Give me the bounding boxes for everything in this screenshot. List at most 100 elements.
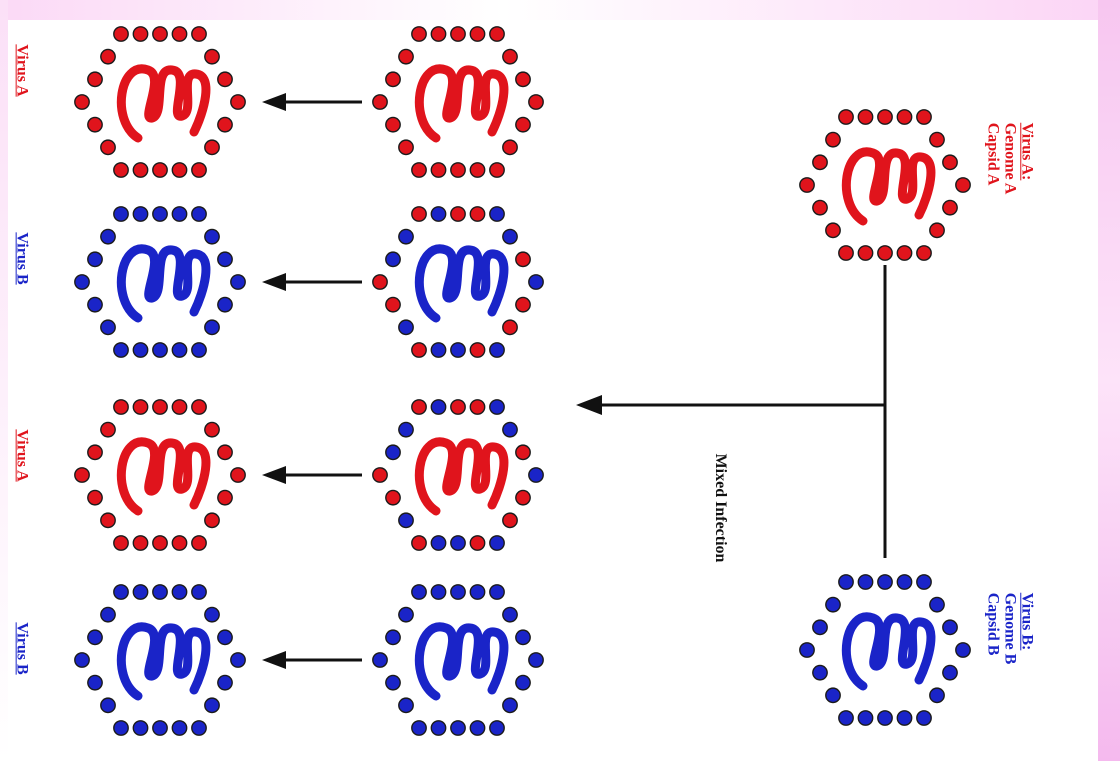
capsid-protein bbox=[450, 399, 466, 415]
capsid-protein bbox=[838, 245, 854, 261]
genome-coil bbox=[116, 437, 211, 516]
capsid-protein bbox=[430, 206, 447, 222]
capsid-protein bbox=[430, 342, 447, 358]
capsid-protein bbox=[132, 162, 149, 178]
capsid-protein bbox=[204, 512, 220, 529]
parent-virus-b-genome: Genome B bbox=[1001, 592, 1019, 664]
capsid-protein bbox=[191, 720, 207, 736]
capsid-protein bbox=[113, 399, 129, 415]
capsid-protein bbox=[469, 342, 486, 358]
capsid-protein bbox=[204, 139, 220, 156]
capsid-protein bbox=[955, 177, 971, 193]
capsid-protein bbox=[896, 710, 913, 726]
capsid-protein bbox=[877, 574, 893, 590]
capsid-protein bbox=[398, 421, 414, 438]
progeny-arrowhead bbox=[262, 466, 286, 484]
capsid-protein bbox=[942, 199, 958, 216]
capsid-protein bbox=[87, 116, 103, 133]
capsid-protein bbox=[132, 26, 149, 42]
result-virus-3 bbox=[74, 399, 246, 551]
capsid-protein bbox=[411, 535, 427, 551]
capsid-protein bbox=[385, 444, 401, 461]
capsid-protein bbox=[87, 444, 103, 461]
genome-coil bbox=[841, 612, 936, 691]
capsid-protein bbox=[430, 162, 447, 178]
connector-lines bbox=[262, 93, 887, 669]
result-label-1: Virus A bbox=[13, 43, 31, 97]
capsid-protein bbox=[171, 342, 188, 358]
capsid-protein bbox=[372, 274, 388, 290]
capsid-protein bbox=[515, 629, 531, 646]
capsid-protein bbox=[825, 596, 841, 613]
genome-coil bbox=[841, 147, 936, 226]
capsid-protein bbox=[204, 606, 220, 623]
capsid-protein bbox=[74, 94, 90, 110]
capsid-protein bbox=[877, 245, 893, 261]
capsid-protein bbox=[515, 71, 531, 88]
genome-coil bbox=[116, 64, 211, 143]
capsid-protein bbox=[191, 584, 207, 600]
capsid-protein bbox=[385, 296, 401, 313]
capsid-protein bbox=[171, 720, 188, 736]
capsid-protein bbox=[171, 206, 188, 222]
capsid-protein bbox=[132, 342, 149, 358]
capsid-protein bbox=[398, 512, 414, 529]
capsid-protein bbox=[825, 131, 841, 148]
result-virus-1 bbox=[74, 26, 246, 178]
capsid-protein bbox=[469, 720, 486, 736]
capsid-protein bbox=[204, 228, 220, 245]
capsid-protein bbox=[469, 26, 486, 42]
left-decor-band bbox=[0, 0, 8, 761]
capsid-protein bbox=[812, 199, 828, 216]
capsid-protein bbox=[152, 162, 168, 178]
capsid-protein bbox=[411, 26, 427, 42]
capsid-protein bbox=[191, 206, 207, 222]
capsid-protein bbox=[450, 584, 466, 600]
capsid-protein bbox=[929, 687, 945, 704]
capsid-protein bbox=[502, 512, 518, 529]
intermediate-virus-4 bbox=[372, 584, 544, 736]
capsid-protein bbox=[411, 399, 427, 415]
genome-coil bbox=[116, 244, 211, 323]
capsid-protein bbox=[942, 154, 958, 171]
capsid-protein bbox=[838, 710, 854, 726]
capsid-protein bbox=[398, 319, 414, 336]
capsid-protein bbox=[489, 720, 505, 736]
result-virus-4 bbox=[74, 584, 246, 736]
capsid-protein bbox=[877, 710, 893, 726]
capsid-protein bbox=[217, 251, 233, 268]
capsid-protein bbox=[191, 162, 207, 178]
progeny-arrowhead bbox=[262, 273, 286, 291]
capsid-protein bbox=[100, 319, 116, 336]
result-label-2: Virus B bbox=[13, 231, 31, 285]
genome-coil bbox=[414, 437, 509, 516]
capsid-protein bbox=[385, 629, 401, 646]
capsid-protein bbox=[502, 319, 518, 336]
capsid-protein bbox=[398, 697, 414, 714]
capsid-protein bbox=[450, 720, 466, 736]
genome-coil bbox=[414, 622, 509, 701]
capsid-protein bbox=[87, 251, 103, 268]
parent-virus-b-label: Virus B: Genome B Capsid B bbox=[984, 592, 1035, 664]
capsid-protein bbox=[838, 109, 854, 125]
top-decor-band bbox=[0, 0, 1120, 20]
capsid-protein bbox=[825, 222, 841, 239]
capsid-protein bbox=[191, 399, 207, 415]
parent-virus-b bbox=[799, 574, 971, 726]
capsid-protein bbox=[152, 206, 168, 222]
capsid-protein bbox=[489, 584, 505, 600]
capsid-protein bbox=[955, 642, 971, 658]
capsid-protein bbox=[132, 399, 149, 415]
capsid-protein bbox=[942, 619, 958, 636]
capsid-protein bbox=[469, 535, 486, 551]
capsid-protein bbox=[799, 642, 815, 658]
capsid-protein bbox=[132, 535, 149, 551]
capsid-protein bbox=[217, 71, 233, 88]
capsid-protein bbox=[191, 535, 207, 551]
parent-virus-a-genome: Genome A bbox=[1001, 122, 1019, 194]
capsid-protein bbox=[469, 162, 486, 178]
progeny-arrowhead bbox=[262, 651, 286, 669]
capsid-protein bbox=[398, 228, 414, 245]
capsid-protein bbox=[450, 535, 466, 551]
capsid-protein bbox=[812, 664, 828, 681]
